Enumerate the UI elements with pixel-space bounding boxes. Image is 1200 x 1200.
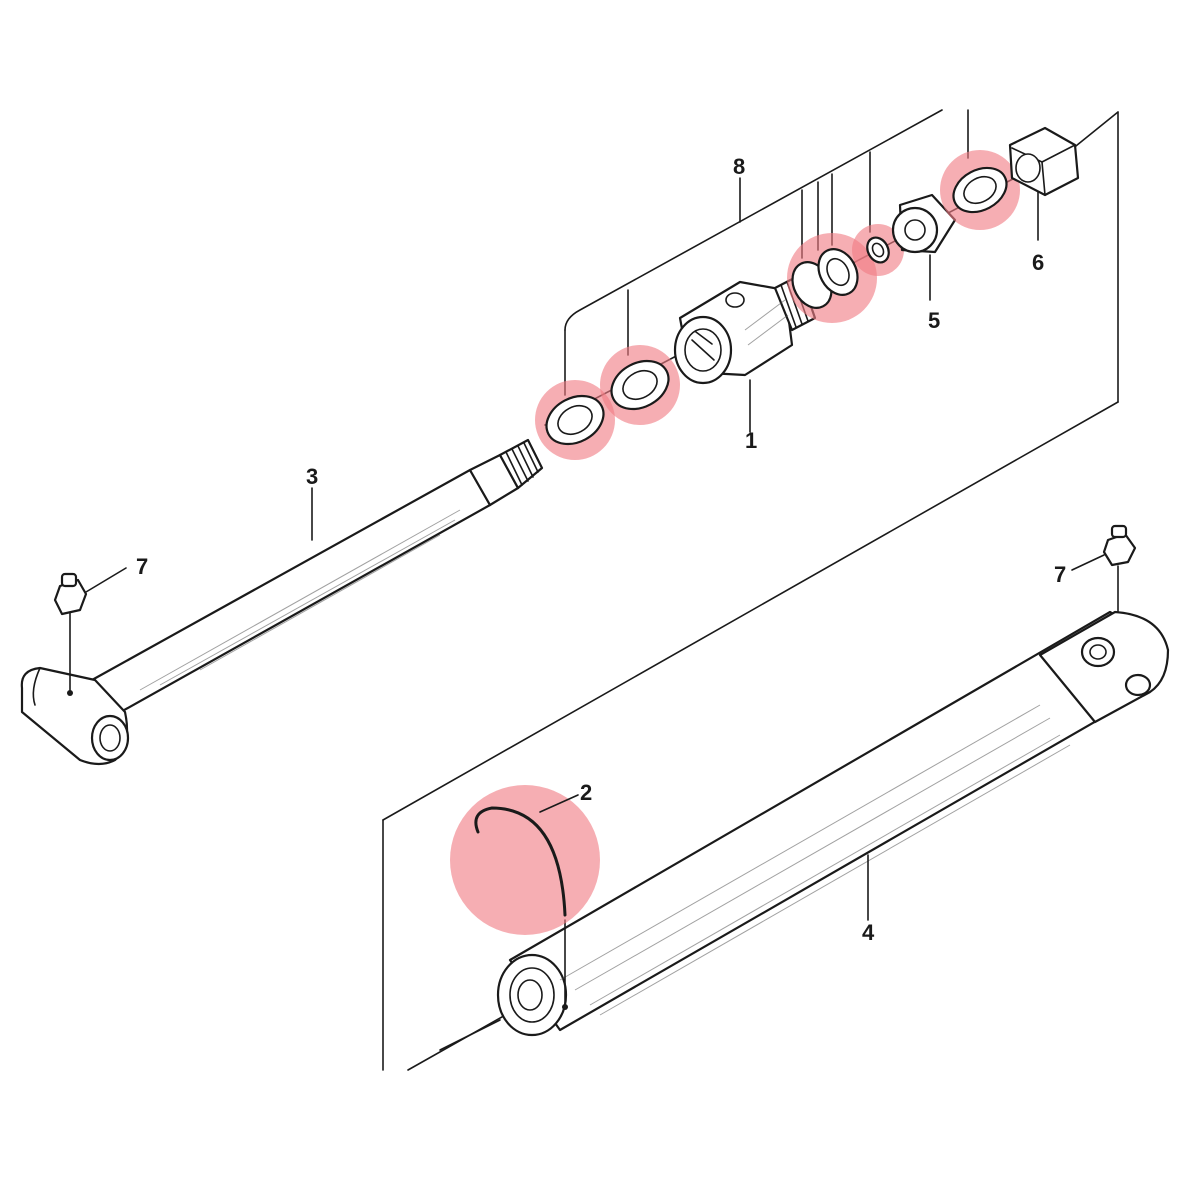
seal-ring-right: [940, 150, 1020, 230]
grease-nipple-part-7-left: [53, 567, 127, 616]
label-part-7-right: 7: [1054, 562, 1066, 587]
snap-ring-part-2: [450, 785, 600, 935]
label-part-8: 8: [733, 154, 745, 179]
cylinder-head-part-1: [673, 273, 817, 385]
label-part-2: 2: [580, 780, 592, 805]
cylinder-tube-part-4: [439, 610, 1170, 1051]
label-part-3: 3: [306, 464, 318, 489]
bushing-part-5: [891, 193, 957, 254]
label-part-6: 6: [1032, 250, 1044, 275]
highlight-snap-ring: [450, 785, 600, 935]
label-part-5: 5: [928, 308, 940, 333]
label-part-1: 1: [745, 428, 757, 453]
label-part-4: 4: [862, 920, 875, 945]
grease-nipple-part-7-right: [1071, 524, 1137, 626]
seal-rings-middle-group: [787, 224, 904, 323]
nut-part-6: [1008, 126, 1080, 197]
piston-rod-part-3: [20, 438, 544, 766]
seal-rings-left-pair: [535, 345, 680, 460]
label-part-7-left: 7: [136, 554, 148, 579]
